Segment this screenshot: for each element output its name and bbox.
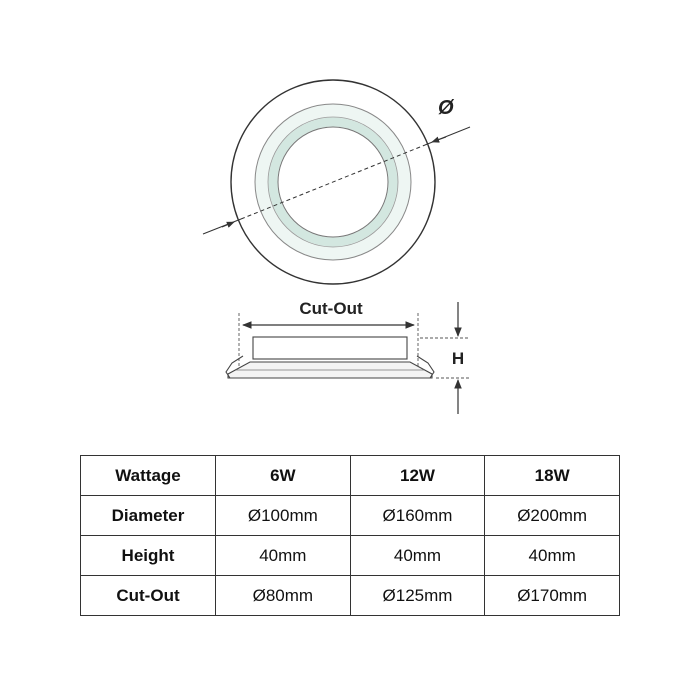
light-body	[252, 336, 408, 360]
table-row: Height 40mm 40mm 40mm	[80, 535, 620, 576]
cutout-label: Cut-Out	[299, 299, 363, 318]
header-cell: 18W	[484, 455, 620, 496]
height-label: H	[452, 349, 464, 368]
glass-ring-edge-outer	[267, 116, 399, 248]
header-cell: Wattage	[80, 455, 216, 496]
table-cell: 40mm	[349, 535, 486, 576]
table-cell: 40mm	[215, 535, 351, 576]
spring-clip-left	[225, 355, 244, 379]
header-cell: 6W	[215, 455, 351, 496]
diameter-arrow-left	[221, 221, 235, 228]
table-cell: Ø100mm	[215, 495, 351, 536]
technical-drawing: Ø Cut-Out H	[202, 79, 471, 414]
table-cell: Ø125mm	[349, 575, 486, 616]
table-cell: 40mm	[484, 535, 620, 576]
side-view: Cut-Out H	[225, 299, 470, 414]
row-label: Diameter	[80, 495, 216, 536]
table-row: Diameter Ø100mm Ø160mm Ø200mm	[80, 495, 620, 536]
table-cell: Ø200mm	[484, 495, 620, 536]
table-cell: Ø80mm	[215, 575, 351, 616]
row-label: Cut-Out	[80, 575, 216, 616]
diameter-extension-right	[424, 126, 471, 146]
diameter-line	[240, 144, 426, 220]
diameter-symbol: Ø	[438, 97, 455, 119]
spring-clip-right	[416, 355, 435, 379]
top-view: Ø	[202, 79, 471, 285]
table-cell: Ø160mm	[349, 495, 486, 536]
diameter-arrow-right	[431, 136, 447, 143]
table-cell: Ø170mm	[484, 575, 620, 616]
table-header-row: Wattage 6W 12W 18W	[80, 455, 620, 496]
table-row: Cut-Out Ø80mm Ø125mm Ø170mm	[80, 575, 620, 616]
header-cell: 12W	[349, 455, 486, 496]
row-label: Height	[80, 535, 216, 576]
spec-table: Wattage 6W 12W 18W Diameter Ø100mm Ø160m…	[80, 455, 620, 616]
